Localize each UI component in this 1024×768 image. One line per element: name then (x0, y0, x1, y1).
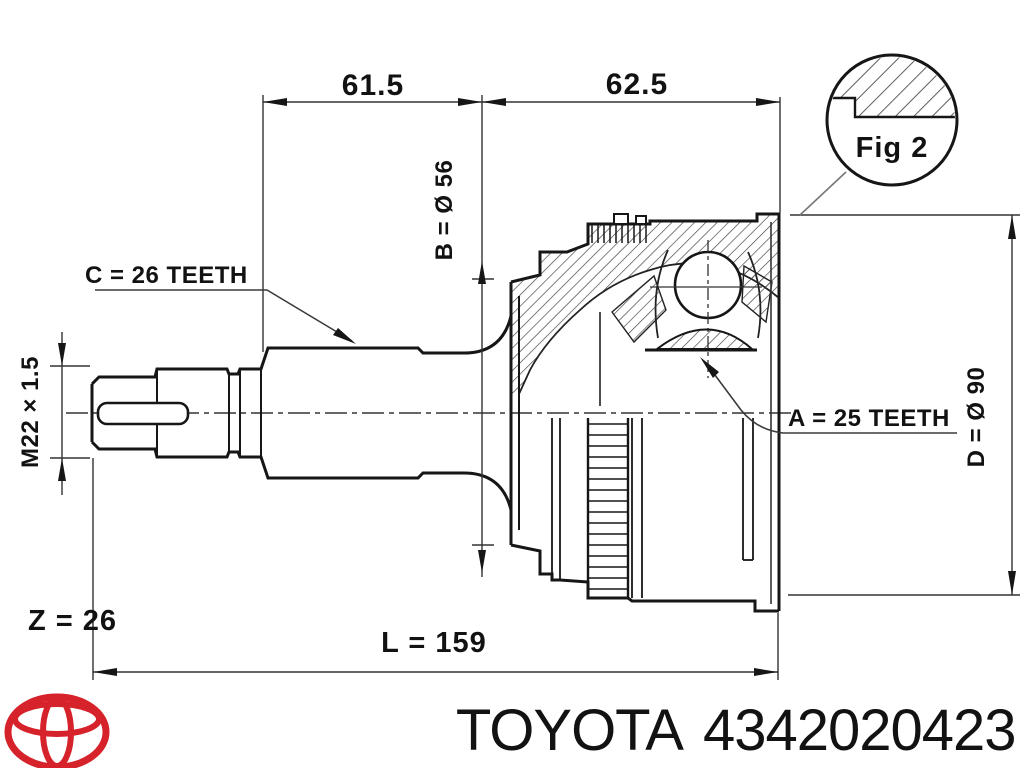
toyota-logo (4, 693, 110, 768)
dimension-61-5 (262, 95, 482, 352)
cage-section-right (741, 264, 773, 324)
shaft-profile (90, 315, 513, 511)
label-c-teeth: C = 26 TEETH (85, 262, 248, 289)
leader-a-teeth (700, 357, 957, 434)
dimension-62-5 (481, 95, 781, 577)
fig2-callout: Fig 2 (799, 53, 959, 216)
dimension-thread-m22 (50, 332, 90, 495)
brand-name: TOYOTA (456, 698, 684, 763)
label-thread-m22: M22 × 1.5 (17, 356, 44, 468)
label-total-length: L = 159 (381, 627, 487, 659)
dimension-b-dia56 (472, 261, 494, 573)
fig2-label: Fig 2 (856, 132, 929, 164)
label-b-dia56: B = Ø 56 (431, 160, 458, 261)
label-a-teeth: A = 25 TEETH (788, 405, 950, 432)
label-d-dia90: D = Ø 90 (963, 367, 990, 468)
abs-tone-ring (586, 418, 630, 598)
dimension-d-dia90 (788, 214, 1020, 596)
boot-clamp (591, 213, 647, 243)
cage-section-left (611, 274, 667, 344)
leader-c-teeth (95, 289, 356, 344)
inner-race-section (654, 328, 755, 350)
part-title: TOYOTA 4342020423 (456, 698, 1017, 763)
dimension-total-length (92, 458, 779, 680)
part-number: 4342020423 (703, 698, 1016, 763)
cotter-pin-slot (96, 401, 190, 426)
label-length-61-5: 61.5 (342, 69, 404, 102)
label-z-teeth: Z = 26 (28, 605, 117, 637)
label-length-62-5: 62.5 (606, 68, 668, 101)
